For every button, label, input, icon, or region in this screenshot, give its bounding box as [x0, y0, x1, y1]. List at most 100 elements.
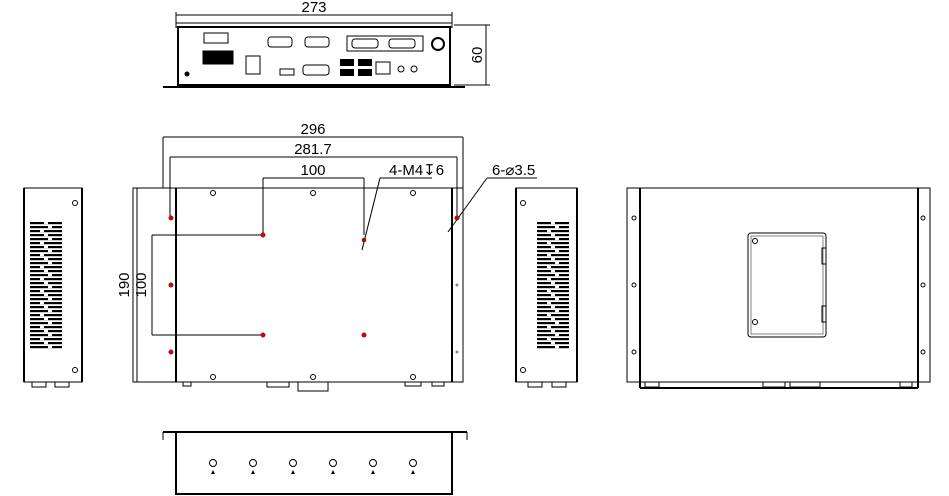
vent-slot — [30, 254, 62, 257]
vent-slot — [30, 326, 62, 329]
front-panel — [177, 26, 451, 86]
vent-slot — [537, 302, 569, 305]
vent-gap — [547, 314, 551, 317]
vent-gap — [551, 246, 555, 249]
parallel-port — [203, 32, 229, 44]
hole-note: 6-⌀3.5 — [492, 162, 535, 179]
vent-slot — [30, 298, 62, 301]
feet-row — [209, 459, 417, 474]
foot-marker-icon — [411, 470, 415, 474]
vent-gap — [555, 322, 559, 325]
vent-slot — [30, 278, 62, 281]
vent-gap — [40, 338, 44, 341]
com-port-2 — [304, 36, 330, 48]
vent-gap — [555, 226, 559, 229]
vent-gap — [547, 290, 551, 293]
vent-slot — [30, 314, 62, 317]
vent-gap — [547, 302, 551, 305]
front-io-view: 273 60 — [163, 0, 490, 88]
foot-icon — [409, 459, 417, 467]
vent-gap — [40, 278, 44, 281]
vent-slot — [30, 290, 62, 293]
vent-gap — [547, 278, 551, 281]
vent-gap — [48, 346, 52, 349]
vent-slot — [537, 226, 569, 229]
usb-port-4 — [358, 69, 372, 76]
switch-block — [245, 55, 261, 75]
through-hole — [631, 282, 637, 288]
vent-gap — [48, 238, 52, 241]
foot-icon — [289, 459, 297, 467]
screw-icon — [410, 374, 416, 380]
vent-slot — [537, 298, 569, 301]
through-hole — [455, 283, 459, 287]
com-port-3 — [302, 64, 330, 76]
vent-gap — [551, 258, 555, 261]
dim-100-x-label: 100 — [300, 162, 325, 179]
vent-slot — [30, 310, 62, 313]
through-hole — [455, 350, 459, 354]
dim-100-y-label: 100 — [133, 272, 150, 297]
vent-gap — [48, 322, 52, 325]
vent-gap — [48, 262, 52, 265]
vent-gap — [555, 310, 559, 313]
vent-gap — [555, 298, 559, 301]
vent-slot — [537, 310, 569, 313]
vent-gap — [44, 258, 48, 261]
vent-slot — [537, 250, 569, 253]
vent-slot — [537, 334, 569, 337]
connector-stub — [404, 381, 422, 387]
vga-port-2 — [388, 38, 416, 49]
vent-slot — [537, 346, 569, 349]
vent-gap — [555, 250, 559, 253]
through-hole — [168, 215, 174, 221]
m4-hole — [260, 332, 266, 338]
audio-jack-1 — [397, 65, 405, 73]
base-plate-outline — [132, 187, 464, 383]
through-hole — [454, 215, 460, 221]
power-terminal — [202, 50, 234, 65]
vent-slot — [30, 226, 62, 229]
screw-icon — [752, 319, 758, 325]
vent-gap — [551, 270, 555, 273]
vent-gap — [555, 346, 559, 349]
through-hole — [920, 215, 926, 221]
vent-slot — [30, 334, 62, 337]
screw-icon — [410, 190, 416, 196]
through-hole — [920, 349, 926, 355]
vent-slot — [30, 322, 62, 325]
vent-gap — [44, 330, 48, 333]
foot-marker-icon — [331, 470, 335, 474]
foot-marker-icon — [371, 470, 375, 474]
vent-gap — [44, 270, 48, 273]
usb-port-2 — [340, 69, 354, 76]
vent-gap — [44, 318, 48, 321]
vent-slot — [537, 338, 569, 341]
vent-gap — [547, 326, 551, 329]
screw-icon — [520, 200, 526, 206]
vent-slot — [30, 266, 62, 269]
vent-gap — [40, 314, 44, 317]
connector-stub — [297, 381, 329, 392]
rear-panel — [175, 431, 453, 495]
vent-gap — [555, 286, 559, 289]
vent-slot — [537, 286, 569, 289]
usb-port-1 — [340, 59, 354, 66]
vent-gap — [547, 266, 551, 269]
vent-gap — [551, 222, 555, 225]
screw-icon — [72, 200, 78, 206]
vent-slot — [537, 238, 569, 241]
mounting-view: 296 281.7 100 4-M4↧6 6-⌀3.5 190 100 — [116, 121, 537, 392]
vent-slot — [537, 230, 569, 233]
vent-slot — [537, 326, 569, 329]
vent-slot — [30, 262, 62, 265]
vent-slot — [537, 254, 569, 257]
vent-gap — [555, 334, 559, 337]
vent-gap — [48, 298, 52, 301]
vent-gap — [44, 306, 48, 309]
vent-slot — [537, 290, 569, 293]
hole-leader — [447, 177, 488, 233]
vent-slot — [537, 322, 569, 325]
vent-gap — [555, 262, 559, 265]
vent-slot — [537, 242, 569, 245]
